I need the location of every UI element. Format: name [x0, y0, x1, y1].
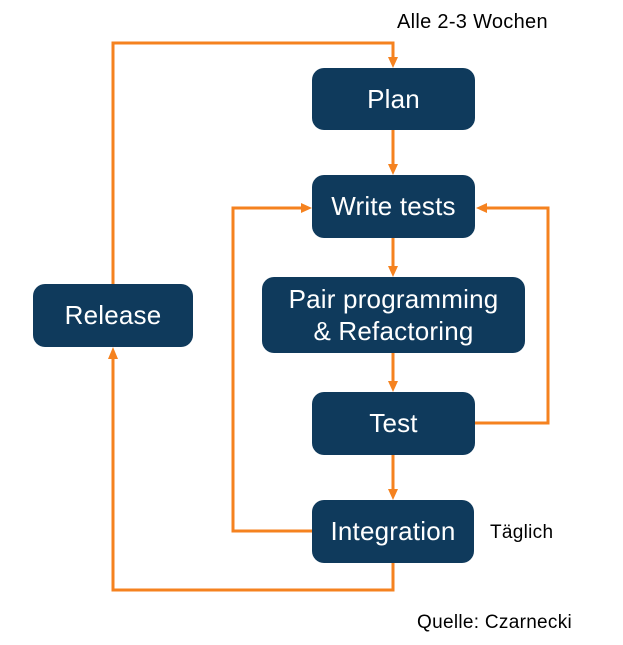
- node-pair-programming-refactoring: Pair programming & Refactoring: [262, 277, 525, 353]
- node-pair-label-line1: Pair programming: [288, 283, 499, 314]
- node-release-label: Release: [64, 300, 162, 331]
- arrowhead-down-into-test: [388, 381, 398, 392]
- arrowhead-down-into-plan: [388, 57, 398, 68]
- arrowhead-right-into-write-tests: [301, 203, 312, 213]
- arrowhead-down-into-integration: [388, 489, 398, 500]
- edge-pair-to-test: [388, 353, 398, 392]
- node-plan: Plan: [312, 68, 475, 130]
- node-release: Release: [33, 284, 193, 347]
- arrowhead-up-into-release: [108, 347, 118, 359]
- source-credit-label: Quelle: Czarnecki: [417, 612, 573, 633]
- edge-integration-to-release: [108, 347, 395, 592]
- node-integration: Integration: [312, 500, 474, 563]
- node-test-label: Test: [369, 408, 418, 439]
- arrowhead-left-into-write-tests: [476, 203, 487, 213]
- edge-integration-to-write-tests: [231, 203, 312, 533]
- node-test: Test: [312, 392, 475, 455]
- node-write-tests: Write tests: [312, 175, 475, 238]
- edge-test-to-integration: [388, 455, 398, 500]
- node-plan-label: Plan: [367, 83, 420, 114]
- edge-test-to-write-tests: [475, 203, 550, 425]
- edge-plan-to-write-tests: [388, 130, 398, 175]
- arrowhead-down-into-write-tests: [388, 164, 398, 175]
- daily-label: Täglich: [490, 522, 554, 543]
- cycle-duration-label: Alle 2-3 Wochen: [397, 11, 548, 33]
- node-integration-label: Integration: [330, 516, 456, 547]
- node-write-tests-label: Write tests: [331, 191, 456, 222]
- arrowhead-down-into-pair: [388, 266, 398, 277]
- edge-write-tests-to-pair: [388, 238, 398, 277]
- edge-release-to-plan: [111, 41, 398, 284]
- node-pair-label-line2: & Refactoring: [313, 316, 474, 346]
